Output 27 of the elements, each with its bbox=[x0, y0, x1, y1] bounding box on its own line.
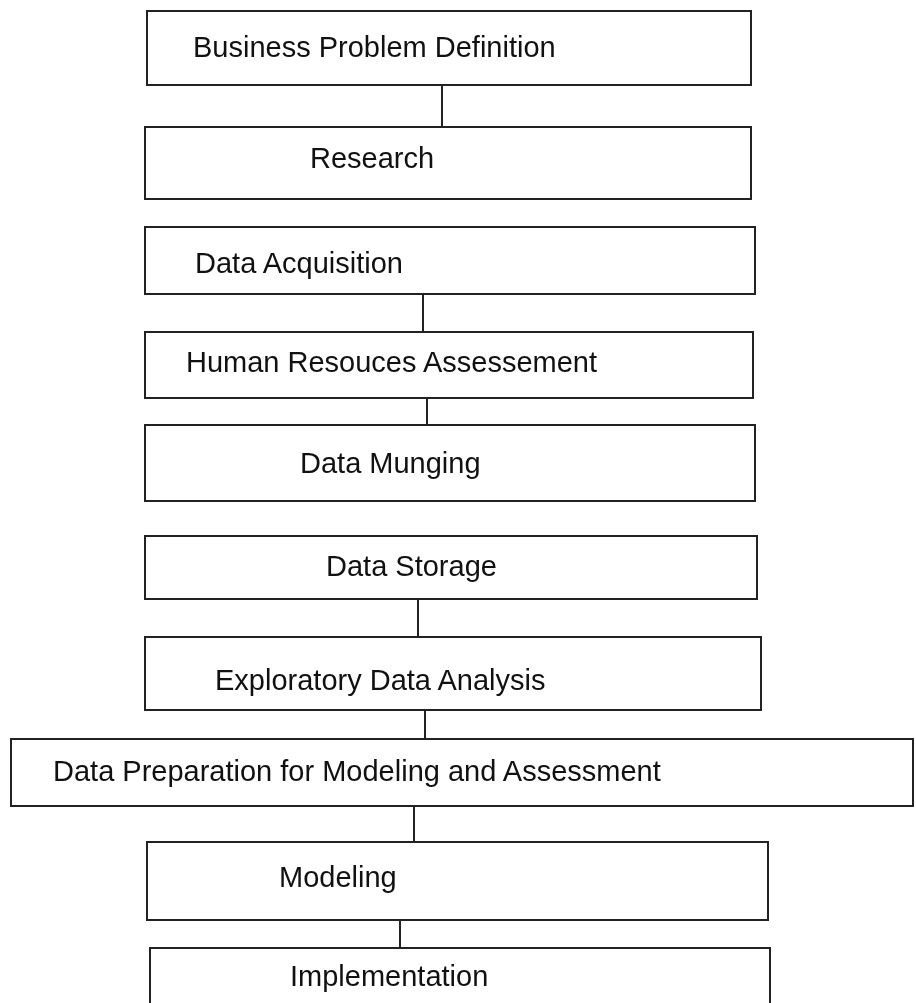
connector-line bbox=[426, 398, 428, 425]
step-label: Data Munging bbox=[300, 446, 481, 480]
process-box bbox=[144, 535, 758, 600]
connector-line bbox=[424, 710, 426, 739]
connector-line bbox=[417, 599, 419, 637]
process-box bbox=[144, 636, 762, 711]
step-label: Modeling bbox=[279, 860, 397, 894]
process-box bbox=[146, 10, 752, 86]
step-label: Implementation bbox=[290, 959, 489, 993]
step-label: Data Preparation for Modeling and Assessment bbox=[53, 754, 661, 788]
process-box bbox=[144, 331, 754, 399]
step-label: Human Resouces Assessement bbox=[186, 345, 598, 379]
step-label: Research bbox=[310, 141, 435, 175]
step-label: Exploratory Data Analysis bbox=[215, 663, 546, 697]
process-box bbox=[144, 424, 756, 502]
process-box bbox=[149, 947, 771, 1003]
connector-line bbox=[441, 85, 443, 127]
connector-line bbox=[422, 294, 424, 332]
step-label: Data Storage bbox=[326, 549, 497, 583]
process-box bbox=[10, 738, 914, 807]
process-box bbox=[144, 126, 752, 200]
process-box bbox=[146, 841, 769, 921]
step-label: Business Problem Definition bbox=[193, 30, 556, 64]
connector-line bbox=[399, 920, 401, 948]
connector-line bbox=[413, 806, 415, 842]
process-box bbox=[144, 226, 756, 295]
step-label: Data Acquisition bbox=[195, 246, 403, 280]
